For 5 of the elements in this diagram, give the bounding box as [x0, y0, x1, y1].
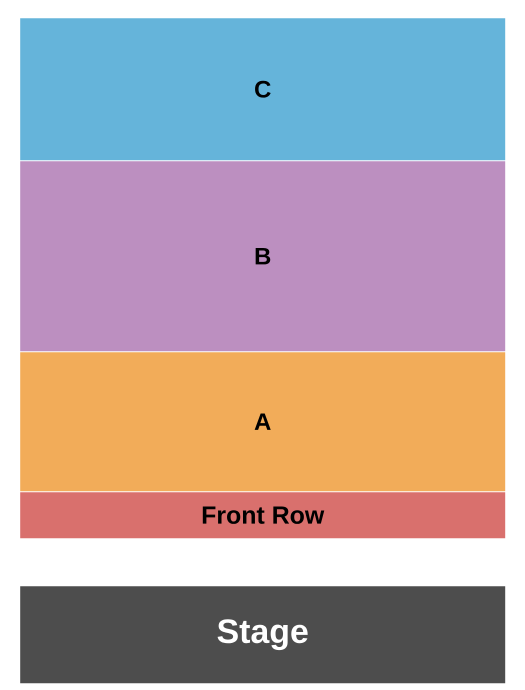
seating-section: B — [20, 161, 506, 352]
seating-section: C — [20, 18, 506, 160]
seating-section: Front Row — [20, 492, 506, 538]
stage-block: Stage — [20, 586, 506, 684]
seating-section: A — [20, 352, 506, 492]
